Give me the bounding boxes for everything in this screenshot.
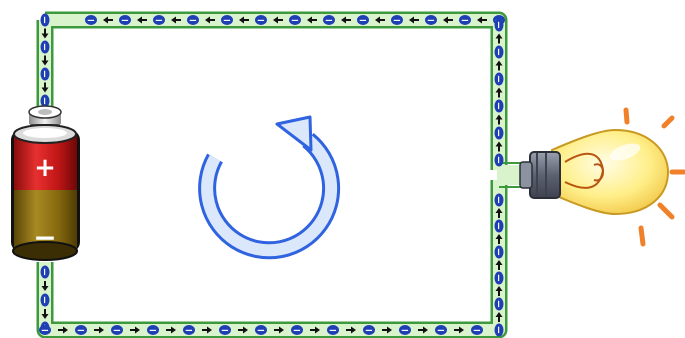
electron-icon: − bbox=[75, 325, 87, 337]
svg-text:−: − bbox=[113, 326, 121, 337]
svg-text:−: − bbox=[221, 326, 229, 337]
svg-text:−: − bbox=[359, 16, 367, 27]
svg-text:−: − bbox=[473, 326, 481, 337]
electron-icon: − bbox=[119, 15, 131, 27]
svg-text:−: − bbox=[427, 16, 435, 27]
svg-text:−: − bbox=[189, 16, 197, 27]
electron-flow: − − − − − − − − − − − − − − − − − − − − − − − − − − − − − − − − − − − − − − − −… bbox=[39, 14, 506, 337]
svg-text:−: − bbox=[493, 75, 504, 83]
battery: + − bbox=[11, 106, 80, 260]
electron-icon: − bbox=[327, 325, 339, 337]
svg-text:−: − bbox=[77, 326, 85, 337]
wire bbox=[45, 20, 533, 330]
electron-icon: − bbox=[435, 325, 447, 337]
svg-text:−: − bbox=[493, 21, 504, 29]
svg-text:−: − bbox=[493, 222, 504, 230]
svg-text:−: − bbox=[257, 326, 265, 337]
svg-text:−: − bbox=[401, 326, 409, 337]
svg-text:−: − bbox=[39, 16, 50, 24]
battery-negative-label: − bbox=[33, 221, 56, 254]
svg-text:−: − bbox=[493, 156, 504, 164]
electron-icon: − bbox=[221, 15, 233, 27]
svg-text:−: − bbox=[293, 326, 301, 337]
svg-text:−: − bbox=[329, 326, 337, 337]
svg-text:−: − bbox=[39, 70, 50, 78]
electron-icon: − bbox=[219, 325, 231, 337]
electron-icon: − bbox=[187, 15, 199, 27]
svg-text:−: − bbox=[461, 16, 469, 27]
electron-icon: − bbox=[391, 15, 403, 27]
svg-text:−: − bbox=[149, 326, 157, 337]
battery-positive-label: + bbox=[34, 153, 56, 183]
svg-text:−: − bbox=[325, 16, 333, 27]
svg-text:−: − bbox=[365, 326, 373, 337]
svg-text:−: − bbox=[121, 16, 129, 27]
electron-icon: − bbox=[425, 15, 437, 27]
electron-icon: − bbox=[183, 325, 195, 337]
electron-icon: − bbox=[399, 325, 411, 337]
electron-icon: − bbox=[363, 325, 375, 337]
svg-text:−: − bbox=[493, 248, 504, 256]
electron-icon: − bbox=[39, 325, 51, 337]
electron-icon: − bbox=[147, 325, 159, 337]
electron-icon: − bbox=[357, 15, 369, 27]
svg-text:−: − bbox=[493, 129, 504, 137]
svg-text:−: − bbox=[493, 102, 504, 110]
svg-text:−: − bbox=[393, 16, 401, 27]
svg-text:−: − bbox=[39, 296, 50, 304]
electron-icon: − bbox=[459, 15, 471, 27]
electron-icon: − bbox=[323, 15, 335, 27]
svg-text:−: − bbox=[257, 16, 265, 27]
svg-text:−: − bbox=[39, 268, 50, 276]
electron-icon: − bbox=[471, 325, 483, 337]
svg-text:−: − bbox=[185, 326, 193, 337]
svg-text:−: − bbox=[155, 16, 163, 27]
svg-text:−: − bbox=[223, 16, 231, 27]
svg-text:−: − bbox=[39, 97, 50, 105]
svg-text:−: − bbox=[493, 48, 504, 56]
lightbulb-icon bbox=[520, 110, 684, 244]
svg-text:−: − bbox=[41, 326, 49, 337]
svg-text:−: − bbox=[87, 16, 95, 27]
svg-text:−: − bbox=[437, 326, 445, 337]
electron-icon: − bbox=[255, 325, 267, 337]
electron-icon: − bbox=[289, 15, 301, 27]
electron-icon: − bbox=[255, 15, 267, 27]
svg-text:−: − bbox=[493, 300, 504, 308]
svg-text:−: − bbox=[39, 43, 50, 51]
svg-text:−: − bbox=[493, 326, 504, 334]
electron-icon: − bbox=[291, 325, 303, 337]
electron-icon: − bbox=[153, 15, 165, 27]
svg-text:−: − bbox=[493, 274, 504, 282]
svg-text:−: − bbox=[291, 16, 299, 27]
clockwise-circular-arrow-icon bbox=[207, 117, 331, 250]
svg-text:−: − bbox=[493, 196, 504, 204]
electron-icon: − bbox=[85, 15, 97, 27]
electron-icon: − bbox=[111, 325, 123, 337]
